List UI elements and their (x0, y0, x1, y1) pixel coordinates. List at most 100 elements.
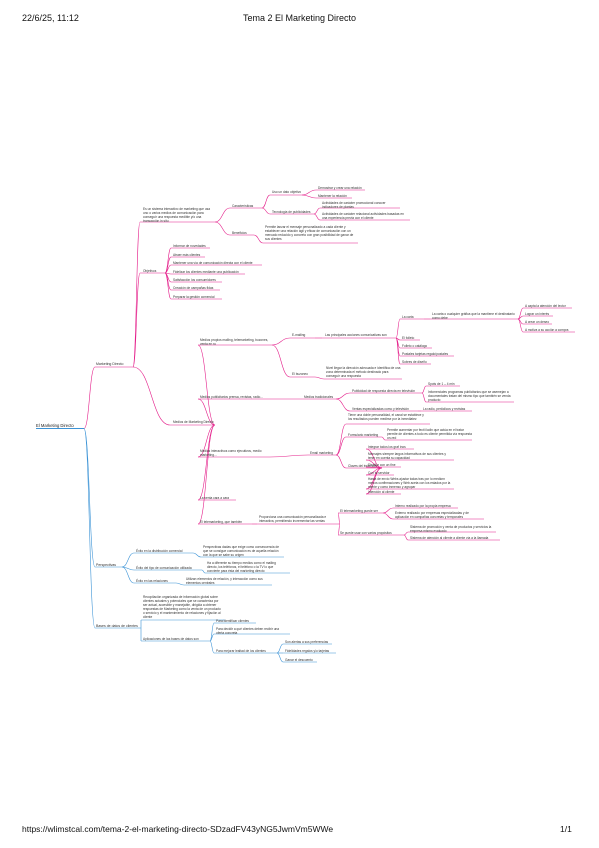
map-node-carta_def: La carta o cualquier gráfica que la mant… (432, 312, 515, 320)
map-node-tmp2: Externo realizado por empresas especiali… (395, 511, 469, 519)
connector (209, 640, 215, 654)
document-title: Tema 2 El Marketing Directo (242, 13, 357, 23)
map-node-em_def: Las principales acciones comunicativas s… (325, 333, 387, 337)
connector (197, 344, 216, 426)
map-node-bdc_d: Recopilación organizada de información g… (143, 595, 221, 619)
connector (335, 398, 351, 412)
connector (337, 512, 341, 525)
map-node-obj2: Mantener la relación (318, 194, 347, 198)
map-node-d4: Con tu servidor (368, 471, 390, 475)
map-node-fmk1: Permite aumentar por fecti ilodin que ac… (387, 428, 472, 440)
map-node-fmk: Formulario marketing (348, 433, 379, 437)
map-node-d3: Diseñar con un fine (368, 463, 396, 467)
map-node-o7: Preparar la gestión comercial (173, 295, 215, 299)
connector (132, 272, 141, 368)
page-number: 1/1 (560, 824, 572, 834)
map-node-carta: La carta (402, 315, 414, 319)
map-node-u2: Para decidir a qué clientes deben recibi… (216, 627, 280, 635)
map-node-md_def: Es un sistema interactivo de marketing q… (143, 207, 210, 223)
connector (175, 582, 185, 586)
map-node-d2: Mensajes siempre largos informativos de … (368, 452, 446, 460)
map-node-pf3d: Utilizan elementos de relación, y intera… (186, 577, 263, 585)
map-node-c2: Lograr un interés (525, 312, 550, 316)
connector (517, 318, 524, 333)
connector (276, 643, 284, 654)
connector (269, 454, 309, 458)
map-node-vent: Ventas especializadas como y televisión (352, 407, 409, 411)
map-node-pub_i: Infomerciales programas publicitarios qu… (428, 390, 511, 402)
connector (421, 392, 427, 403)
map-node-mp: Medios propios mailing, telemarketing, b… (200, 338, 269, 346)
map-node-util: Aplicaciones de las bases de datos son (143, 637, 199, 641)
map-node-emk: Email marketing (310, 451, 333, 455)
map-node-c3: A crear un deseo (525, 320, 550, 324)
connector (192, 552, 202, 558)
connector (337, 523, 341, 536)
connector (421, 385, 427, 394)
map-node-u3b: Fidelidades regalos y/o tarjetas (285, 649, 330, 653)
map-node-md: Marketing Directo (96, 362, 124, 366)
map-node-c1: A capta la atención del lector (525, 304, 566, 308)
map-node-car: Características (232, 204, 254, 208)
map-node-buzoneo: El buzoneo (292, 372, 308, 376)
map-node-tlmk: El telemarketing, que también (200, 520, 243, 524)
source-url[interactable]: https://wlimstcal.com/tema-2-el-marketin… (22, 824, 334, 834)
connector (132, 221, 141, 368)
map-node-car_pub: Tecnología de publicidades (272, 210, 311, 214)
map-node-d5: Hasta de envío Webs ajustar todas tras p… (368, 477, 451, 489)
connector (197, 424, 216, 525)
map-node-root: El Marketing Directo (36, 423, 74, 428)
map-node-o3: Mantener una vía de comunicación directa… (173, 261, 253, 265)
map-node-mt_pub: Publicidad de respuesta directa en telev… (352, 389, 416, 393)
connector (201, 569, 206, 574)
map-node-obj1: Demostrar y crear una relación (318, 186, 362, 190)
connector (395, 337, 401, 365)
map-node-ben: Beneficios (232, 231, 247, 235)
map-node-pf2d: Ha a diferente su tiempo medios como el … (207, 561, 276, 573)
connector (83, 428, 96, 629)
map-node-pf1d: Perspectivas dadas que exige como consec… (203, 545, 280, 557)
print-date: 22/6/25, 11:12 (22, 13, 79, 23)
map-node-u3a: Son alertas a sus preferencias (285, 640, 329, 644)
connector (83, 366, 96, 429)
map-node-d1: Integrar todos los graf inos (368, 445, 406, 449)
map-node-perf: Perspectivas (96, 563, 117, 567)
map-node-o1: Informar de novedades (173, 244, 206, 248)
map-node-bdc: Bases de datos de clientes (96, 624, 138, 628)
map-node-catalogo: Folleto o catálogo (402, 344, 428, 348)
connector (121, 552, 135, 568)
connector (214, 207, 231, 223)
connector (83, 428, 96, 568)
map-node-car_obj: Uso un dato objetivo (272, 190, 302, 194)
map-node-mim: Medios interactivos como ejecutivos, med… (200, 449, 262, 457)
map-node-o2: Atraer más clientes (173, 253, 201, 257)
map-node-tmpr: Se puede usar con varios propósitos (340, 531, 392, 535)
map-node-ben_desc: Permite lanzar el mensaje personalizado … (265, 225, 354, 241)
map-node-obv: Objetivos (143, 269, 157, 273)
connector (335, 392, 351, 400)
connector (164, 272, 172, 300)
map-node-ddc: Claves del éxito son (348, 464, 377, 468)
map-node-pub2: Actividades de carácter relacional activ… (322, 212, 404, 220)
map-node-u1: Para identificar clientes (216, 619, 249, 623)
connector (517, 315, 524, 320)
map-node-folleto: El folleto (402, 336, 415, 340)
map-node-tmp1: Interno realizado por la propia empresa (395, 504, 451, 508)
map-node-o6: Creación de campañas fidas (173, 286, 214, 290)
connector (197, 398, 216, 426)
connector (209, 633, 215, 642)
map-node-mmd: Medios de Marketing Directo (173, 420, 214, 424)
map-node-mmt: Medios tradicionales (304, 395, 334, 399)
connector (301, 194, 317, 199)
connector (313, 213, 321, 221)
connector (132, 366, 171, 426)
map-node-postales: Postales tarjetas regalo/postales (402, 352, 449, 356)
map-node-o4: Fidelizar los clientes mediante una publ… (173, 270, 239, 274)
map-node-sobres: Sobres de diseño (402, 360, 427, 364)
map-node-o5: Satisfacción los consumidores (173, 278, 216, 282)
map-node-emailing: E-mailing (292, 333, 306, 337)
map-node-d6: Intención al cliente (368, 490, 395, 494)
connector (365, 448, 383, 469)
connector (261, 207, 271, 215)
connector (276, 652, 284, 663)
